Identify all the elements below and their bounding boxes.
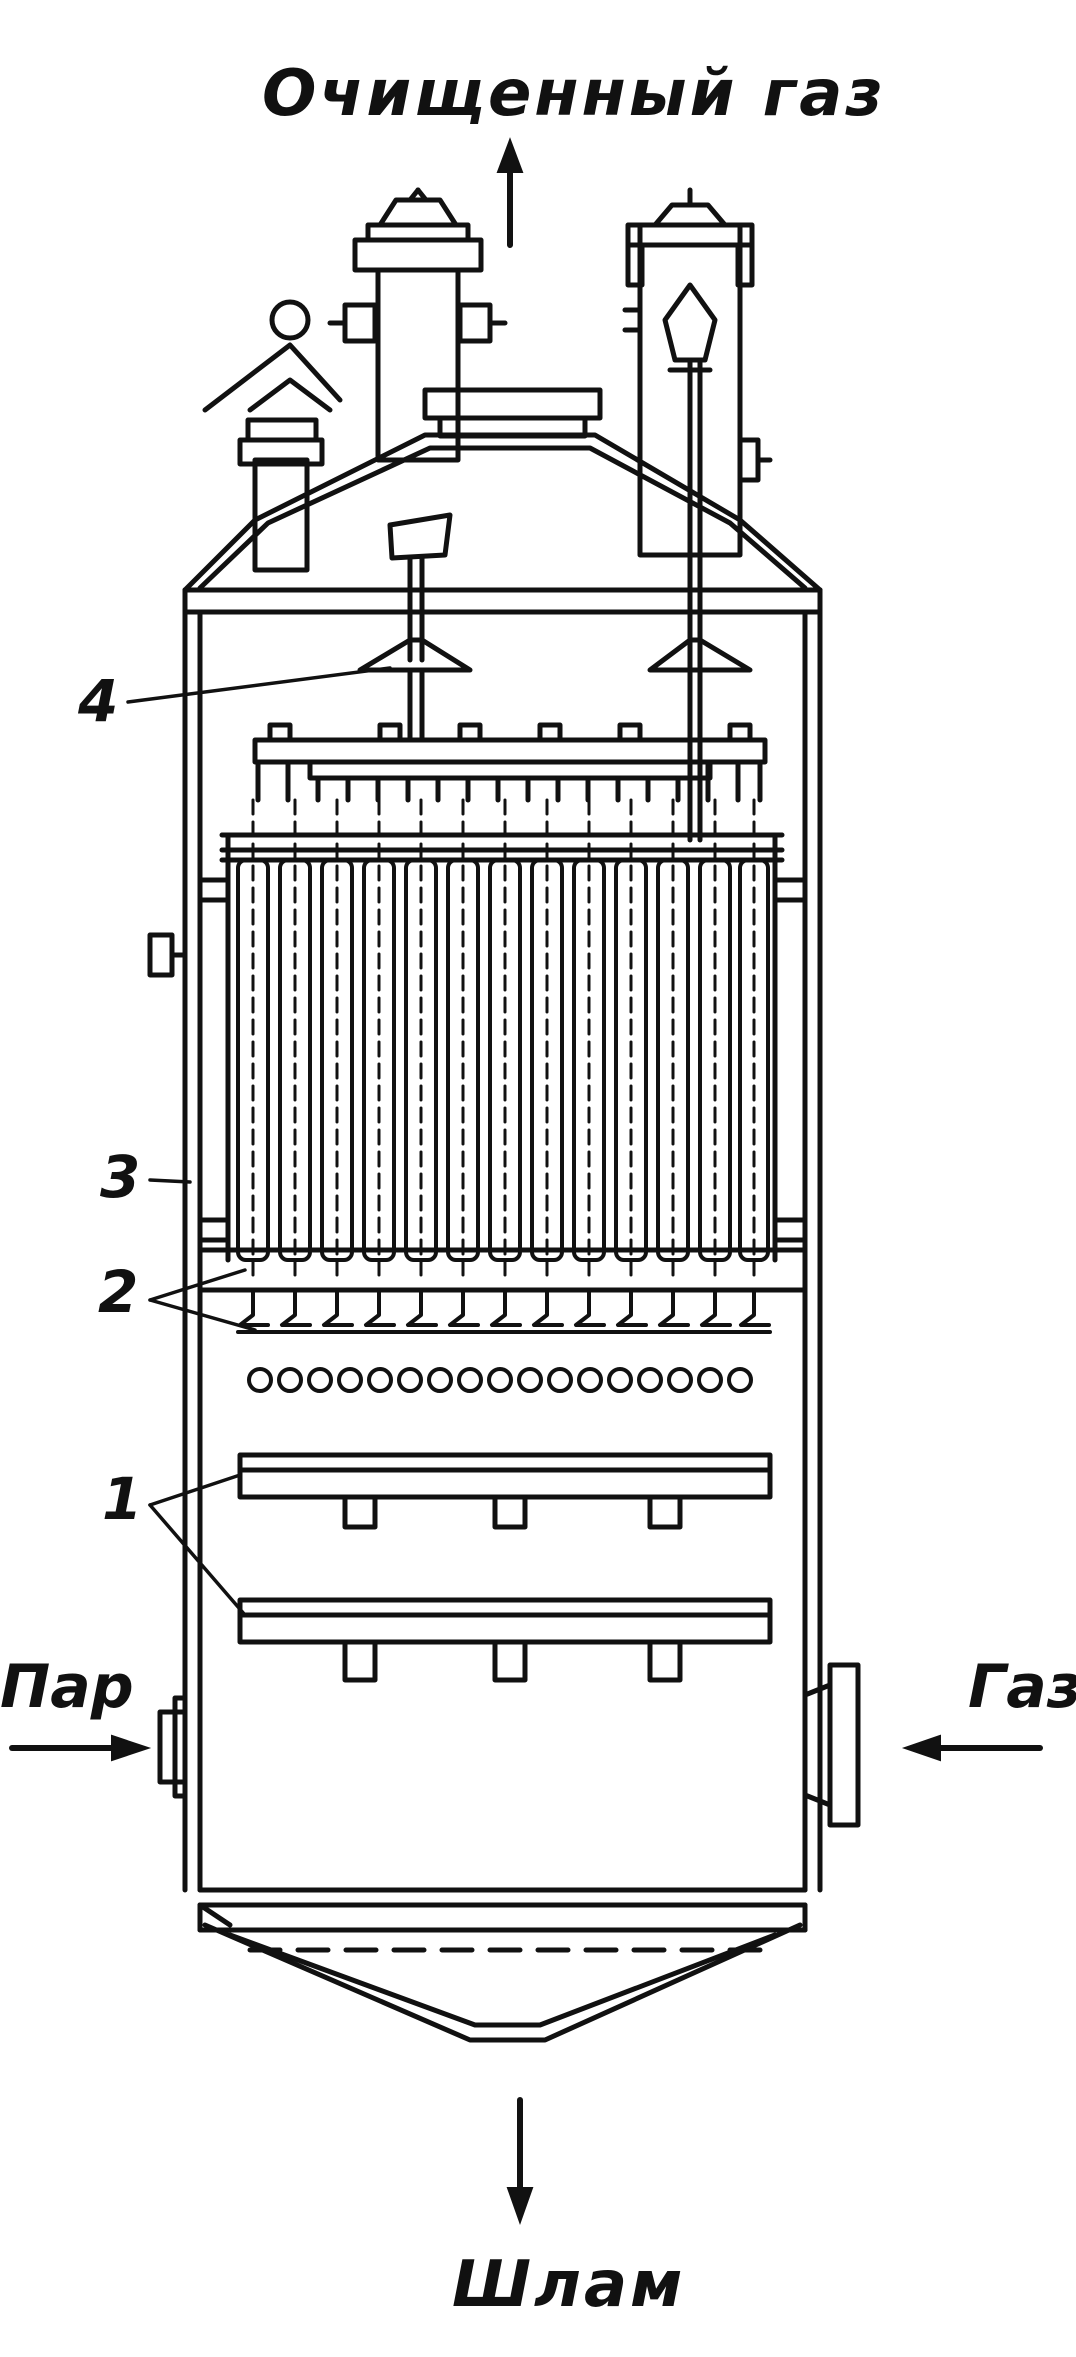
clean-gas-arrow <box>496 137 524 248</box>
electrode-weights <box>236 1288 772 1334</box>
callout-2-leader-b <box>148 1298 257 1332</box>
distribution-grid-upper <box>237 1452 773 1530</box>
distribution-grid-lower <box>237 1597 773 1683</box>
callout-1-leader-b <box>148 1503 247 1617</box>
callout-2: 2 <box>98 1258 139 1326</box>
steam-inlet-nozzle <box>157 1695 188 1799</box>
vessel-shell <box>182 587 823 1893</box>
steam-arrow <box>9 1734 152 1762</box>
gas-inlet-label: Газ <box>968 1652 1076 1722</box>
left-insulator <box>357 512 753 743</box>
tube-bundle <box>236 858 770 1262</box>
sludge-arrow <box>506 2097 534 2226</box>
steam-label: Пар <box>0 1652 134 1722</box>
circle-row <box>247 1367 753 1393</box>
callout-1: 1 <box>102 1465 143 1533</box>
gas-in-arrow <box>901 1734 1043 1762</box>
discharge-electrodes <box>251 798 756 1277</box>
electrode-frame <box>252 722 768 803</box>
clean-gas-label: Очищенный газ <box>262 57 886 131</box>
callout-2-leader-a <box>148 1268 247 1302</box>
sludge-label: Шлам <box>452 2248 686 2322</box>
left-roof-nozzle <box>202 299 343 573</box>
callout-3: 3 <box>100 1143 141 1211</box>
callout-4-leader <box>126 666 392 704</box>
sludge-cone <box>197 1887 808 2043</box>
gas-inlet-nozzle <box>802 1662 861 1828</box>
callout-1-leader-a <box>148 1473 242 1507</box>
callout-4: 4 <box>78 667 119 735</box>
callout-3-leader <box>148 1178 192 1184</box>
shell-side-nozzles <box>147 877 808 1243</box>
gas-outlet-nozzle <box>327 187 508 463</box>
